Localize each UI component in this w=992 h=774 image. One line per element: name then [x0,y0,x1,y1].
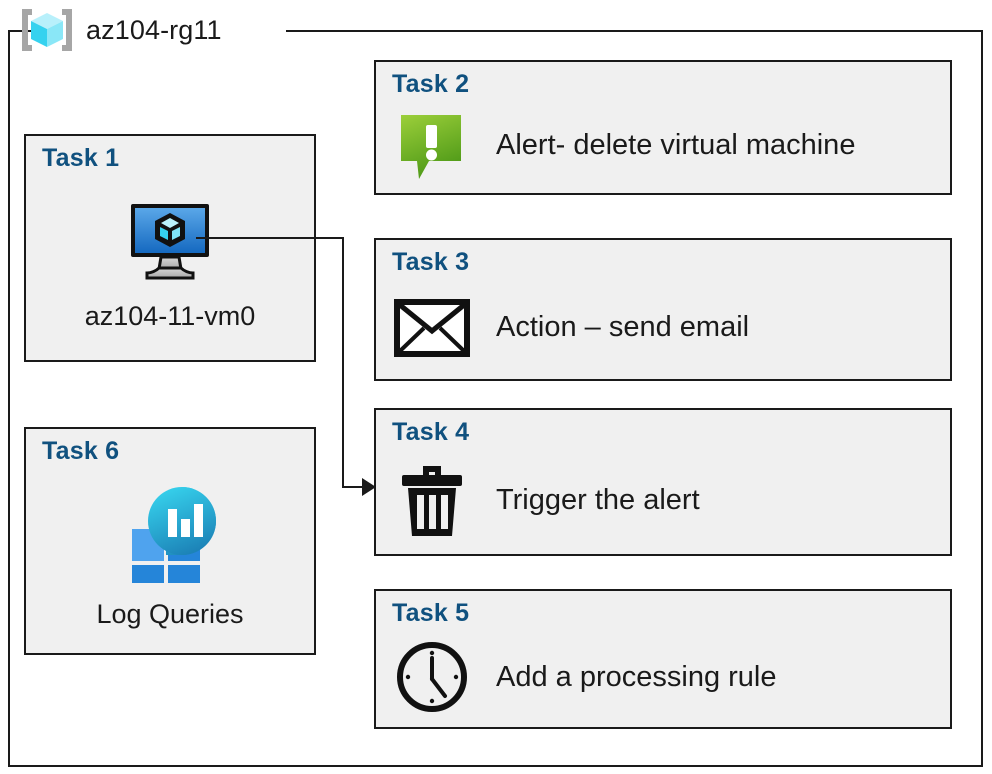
arrowhead-right-icon [362,478,376,496]
card-task1-icon-wrap [26,196,314,288]
card-task5-title: Task 5 [392,599,470,627]
connector-segment-horizontal-top [196,237,344,239]
card-task6[interactable]: Task 6 [24,427,316,655]
resource-group-header: az104-rg11 [16,4,222,56]
card-task6-label: Log Queries [96,599,244,629]
card-task2-icon-wrap [394,108,470,184]
card-task3-label: Action – send email [496,311,750,343]
resource-group-border-top [286,30,983,32]
card-task1[interactable]: Task 1 [24,134,316,362]
card-task3-title: Task 3 [392,248,470,276]
card-task5-row: Add a processing rule [394,633,940,721]
resource-group-name: az104-rg11 [86,14,222,45]
trash-icon [402,466,462,536]
card-task2-label: Alert- delete virtual machine [496,129,856,161]
card-task1-label: az104-11-vm0 [84,301,256,331]
log-analytics-icon [132,487,216,583]
card-task5[interactable]: Task 5 Add a processing rule [374,589,952,729]
card-task3-row: Action – send email [394,282,940,373]
virtual-machine-icon [131,204,209,280]
connector-segment-horizontal-bottom [342,486,368,488]
card-task4-icon-wrap [394,462,470,538]
card-task4-row: Trigger the alert [394,452,940,548]
clock-icon [397,642,467,712]
alert-exclamation-icon [401,114,461,179]
card-task6-icon-wrap [26,484,314,584]
card-task5-icon-wrap [394,639,470,715]
resource-group-border-left [8,30,10,767]
card-task5-label: Add a processing rule [496,660,777,693]
card-task2-title: Task 2 [392,70,470,98]
card-task4-label: Trigger the alert [496,483,700,516]
card-task1-title: Task 1 [42,144,120,172]
card-task4-title: Task 4 [392,418,470,446]
card-task2[interactable]: Task 2 Alert- delete virtual machine [374,60,952,195]
card-task6-title: Task 6 [42,437,120,465]
card-task2-row: Alert- delete virtual machine [394,104,940,187]
resource-group-cube-icon [22,9,72,51]
resource-group-border-bottom [8,765,983,767]
connector-segment-vertical [342,237,344,487]
card-task3[interactable]: Task 3 Action – send email [374,238,952,381]
card-task4[interactable]: Task 4 Trigger the alert [374,408,952,556]
envelope-icon [394,298,470,357]
card-task3-icon-wrap [394,290,470,366]
resource-group-border-right [981,30,983,767]
